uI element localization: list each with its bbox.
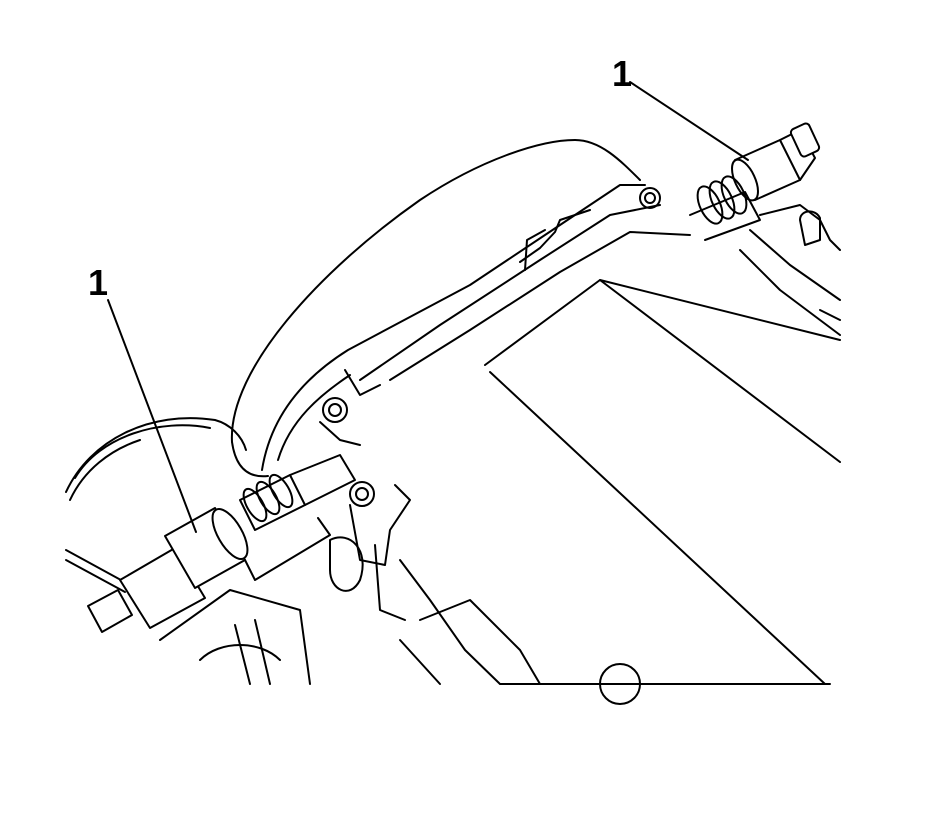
- right-side-components: [739, 204, 841, 336]
- solenoid-left[interactable]: [87, 454, 356, 633]
- engine-lower-details: [159, 536, 641, 705]
- callout-label-right-solenoid: 1: [612, 53, 633, 94]
- mounting-bolts: [319, 187, 661, 621]
- leader-line-right: [629, 81, 749, 161]
- callout-label-left-solenoid: 1: [88, 262, 109, 303]
- engine-cover: [230, 139, 646, 478]
- leader-line-left: [107, 299, 197, 533]
- solenoid-right[interactable]: [689, 122, 821, 241]
- callout-leaders: [107, 81, 749, 533]
- valve-cover: [344, 204, 841, 685]
- pulley-outline: [65, 417, 247, 593]
